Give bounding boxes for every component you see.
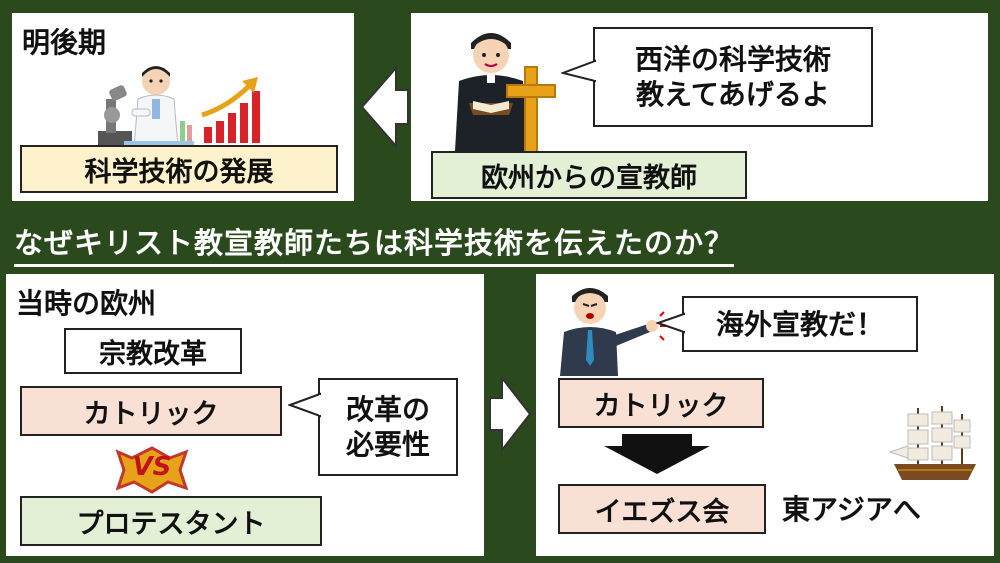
vs-badge-icon	[115, 446, 189, 494]
speech-tail-right	[656, 312, 686, 334]
vs-badge-text: VS	[132, 452, 172, 482]
overseas-mission-text: 海外宣教だ！	[715, 307, 884, 341]
sailing-ship-illustration	[888, 406, 976, 480]
reformation-box: 宗教改革	[64, 328, 242, 374]
pointing-man-illustration	[560, 288, 666, 376]
speech-line-2: 教えてあげるよ	[636, 78, 830, 111]
era-europe-label: 当時の欧州	[16, 287, 157, 320]
right-arrow-icon	[489, 375, 532, 453]
bubble-line-2: 必要性	[345, 428, 430, 461]
reform-necessity-bubble: 改革の 必要性	[318, 378, 458, 476]
bottom-left-panel: 当時の欧州 宗教改革 カトリック VS プロテスタント 改革の 必要性	[6, 274, 484, 556]
bubble-tail	[288, 392, 322, 418]
protestant-box: プロテスタント	[20, 496, 322, 546]
left-arrow-icon	[360, 65, 409, 149]
science-development-box: 科学技術の発展	[20, 145, 338, 193]
east-asia-label: 東アジアへ	[782, 493, 921, 526]
missionary-speech-bubble: 西洋の科学技術 教えてあげるよ	[593, 27, 873, 127]
growth-chart-icon	[201, 77, 260, 143]
down-arrow-icon	[604, 434, 710, 474]
speech-line-1: 西洋の科学技術	[634, 43, 831, 76]
overseas-mission-bubble: 海外宣教だ！	[682, 296, 918, 352]
catholic-box: カトリック	[20, 386, 282, 436]
missionary-caption-box: 欧州からの宣教師	[431, 151, 747, 199]
bubble-line-1: 改革の	[345, 393, 430, 426]
top-right-panel: 西洋の科学技術 教えてあげるよ 欧州からの宣教師	[411, 13, 988, 201]
central-question: なぜキリスト教宣教師たちは科学技術を伝えたのか？	[14, 220, 735, 267]
top-left-panel: 明後期 科学技術の発展	[12, 13, 354, 201]
era-label: 明後期	[22, 26, 107, 59]
bottom-right-panel: 海外宣教だ！ カトリック イエズス会 東アジアへ	[536, 274, 994, 556]
cross-icon	[506, 66, 556, 154]
speech-tail	[561, 59, 597, 83]
catholic-box-right: カトリック	[558, 378, 764, 428]
scientist-microscope-illustration	[98, 66, 194, 148]
jesuits-box: イエズス会	[558, 484, 766, 534]
